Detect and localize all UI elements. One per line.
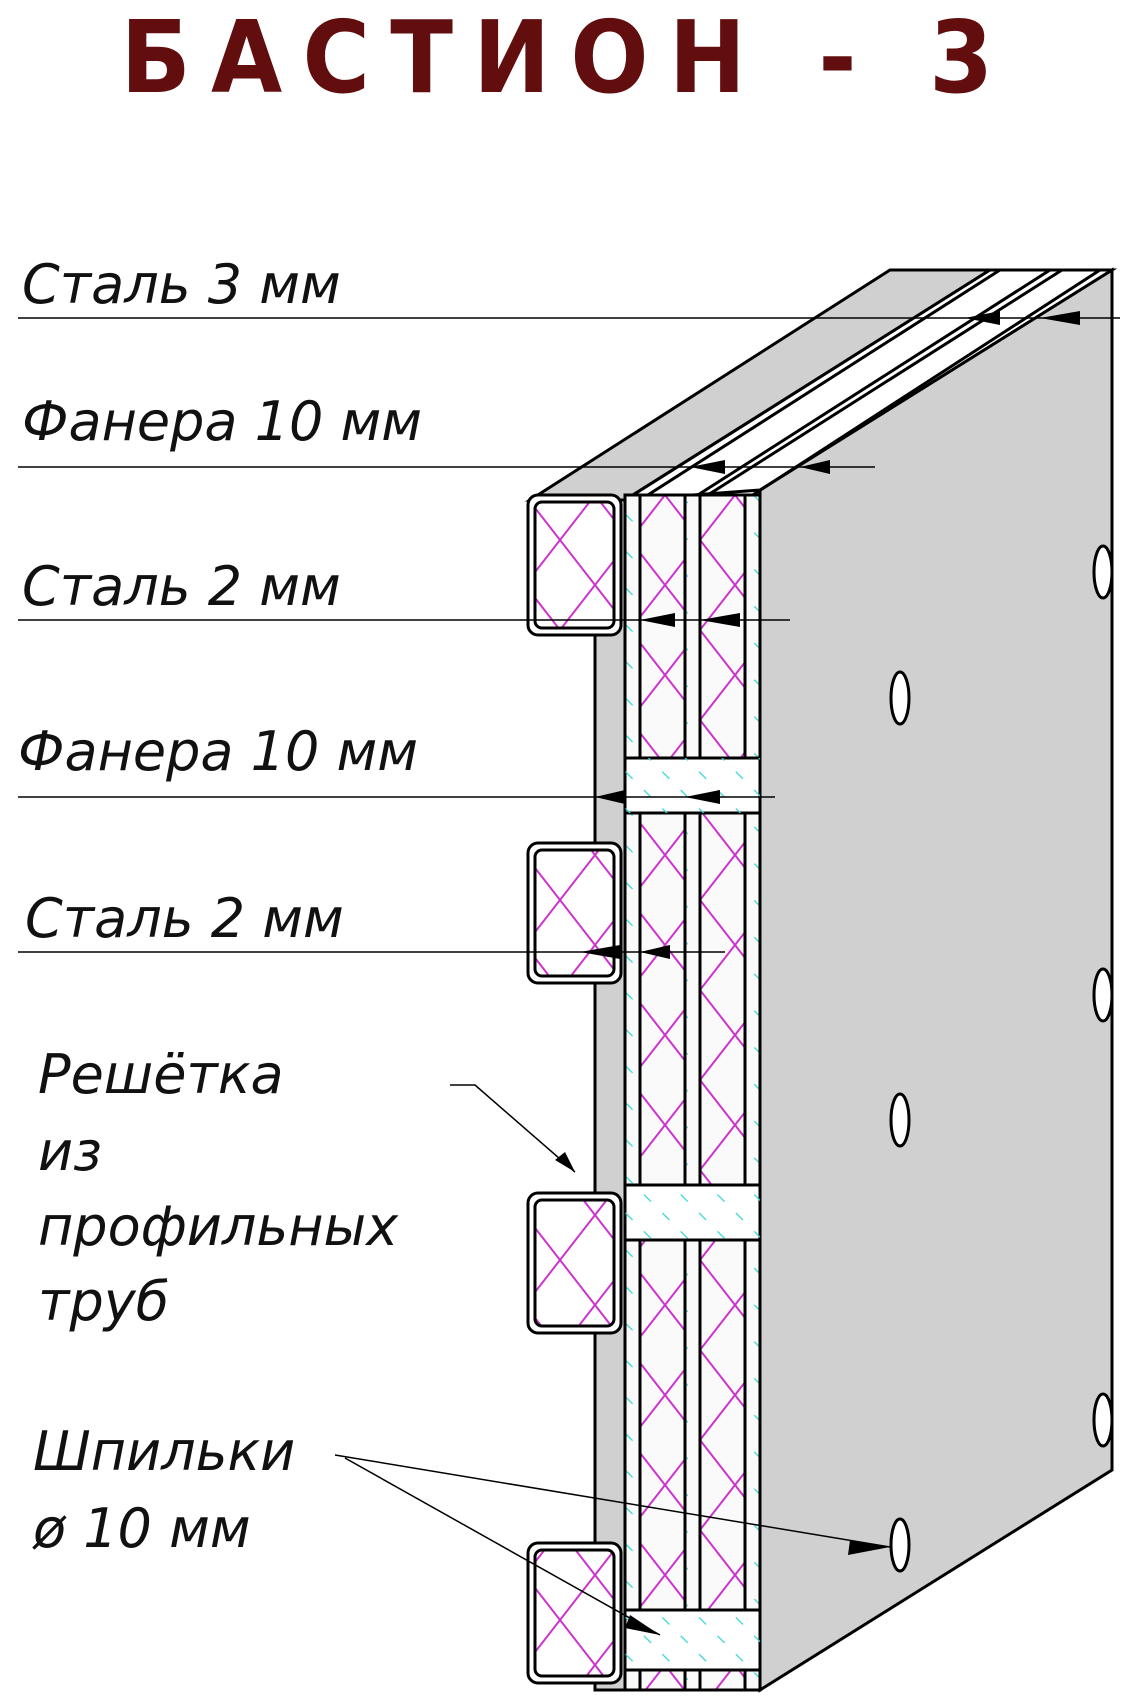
layer-labels: Сталь 3 мм Фанера 10 мм Сталь 2 мм Фанер…: [18, 253, 422, 950]
svg-text:профильных: профильных: [38, 1195, 399, 1258]
layered-section: [623, 493, 762, 1692]
page-title: БАСТИОН - 3: [120, 0, 1014, 116]
label-steel-2-a: Сталь 2 мм: [22, 555, 341, 618]
top-layers: [624, 268, 1118, 502]
svg-text:из: из: [38, 1120, 102, 1183]
svg-text:труб: труб: [38, 1270, 169, 1333]
leader-lines: [18, 317, 1120, 1636]
svg-text:Шпильки: Шпильки: [33, 1420, 295, 1483]
grid-label: Решётка из профильных труб: [38, 1043, 399, 1333]
dimension-arrows: [555, 311, 1080, 1635]
svg-text:Решётка: Решётка: [38, 1043, 284, 1106]
label-steel-2-b: Сталь 2 мм: [25, 887, 344, 950]
label-steel-3: Сталь 3 мм: [22, 253, 341, 316]
studs: [623, 544, 1114, 1672]
label-plywood-10-mid: Фанера 10 мм: [18, 720, 418, 783]
svg-text:ø 10 мм: ø 10 мм: [32, 1497, 251, 1560]
studs-label: Шпильки ø 10 мм: [32, 1420, 295, 1560]
label-plywood-10-top: Фанера 10 мм: [22, 390, 422, 453]
profile-tubes: [526, 493, 623, 1685]
